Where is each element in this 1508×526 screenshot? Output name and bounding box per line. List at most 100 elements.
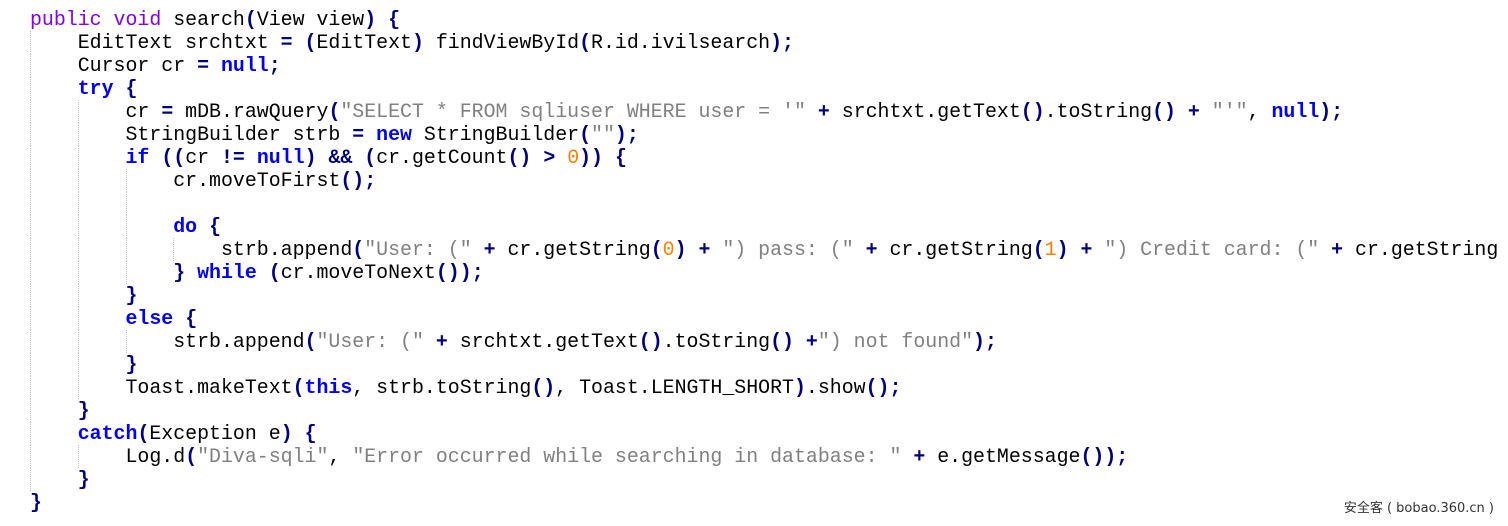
operator-token: ) (304, 146, 317, 169)
string-token: "User: (" (316, 330, 424, 353)
indent-guide (77, 215, 79, 238)
code-line: cr.moveToFirst(); (0, 169, 1508, 192)
operator-token: ()) (1080, 445, 1117, 468)
operator-token: ) (1056, 238, 1069, 261)
operator-token: () (340, 169, 365, 192)
indent-guide (173, 238, 175, 261)
operator-token: ) (614, 123, 627, 146)
code-line: } (0, 284, 1508, 307)
operator-token: + (698, 238, 711, 261)
number-token: 1 (1044, 238, 1057, 261)
operator-token: { (388, 8, 401, 31)
operator-token: ; (1331, 100, 1344, 123)
code-line: cr = mDB.rawQuery("SELECT * FROM sqliuse… (0, 100, 1508, 123)
indent-guide (30, 284, 31, 307)
identifier-token (555, 146, 567, 169)
operator-token: ; (268, 54, 281, 77)
operator-token: ( (244, 8, 257, 31)
identifier-token: cr (185, 146, 221, 169)
operator-token: ( (579, 123, 592, 146)
operator-token: { (614, 146, 627, 169)
string-token: "Diva-sqli" (197, 445, 329, 468)
operator-token: ( (1032, 238, 1045, 261)
operator-token: ( (328, 100, 341, 123)
identifier-token: cr.getString (877, 238, 1033, 261)
indent-guide (30, 261, 31, 284)
indent-guide (77, 238, 79, 261)
number-token: 0 (662, 238, 675, 261)
string-token: "User: (" (364, 238, 472, 261)
operator-token: ; (889, 376, 902, 399)
code-line: StringBuilder strb = new StringBuilder("… (0, 123, 1508, 146)
operator-token: = (161, 100, 174, 123)
operator-token: = (352, 123, 365, 146)
keyword-token: try (77, 77, 114, 100)
string-token: ") pass: (" (722, 238, 854, 261)
code-line: } while (cr.moveToNext()); (0, 261, 1508, 284)
indent-guide (125, 261, 127, 284)
indent-guide (77, 307, 79, 330)
indent-guide (30, 31, 31, 54)
code-line (0, 192, 1508, 215)
operator-token: ( (137, 422, 150, 445)
string-token: "SELECT * FROM sqliuser WHERE user = '" (340, 100, 806, 123)
operator-token: )) (579, 146, 603, 169)
identifier-token (364, 123, 376, 146)
operator-token: ( (352, 238, 365, 261)
indent-guide (30, 353, 31, 376)
identifier-token (854, 238, 866, 261)
string-token: "Error occurred while searching in datab… (352, 445, 902, 468)
operator-token: () (531, 376, 556, 399)
code-line: EditText srchtxt = (EditText) findViewBy… (0, 31, 1508, 54)
code-line: Toast.makeText(this, strb.toString(), To… (0, 376, 1508, 399)
identifier-token (1092, 238, 1104, 261)
identifier-token: , Toast.LENGTH_SHORT (555, 376, 794, 399)
operator-token: ; (1116, 445, 1129, 468)
code-line: strb.append("User: (" + srchtxt.getText(… (0, 330, 1508, 353)
keyword-token: this (304, 376, 353, 399)
indent (30, 192, 173, 215)
operator-token: } (125, 284, 138, 307)
identifier-token: findViewById (423, 31, 580, 54)
operator-token: ) (793, 376, 806, 399)
indent-guide (30, 330, 31, 353)
identifier-token (114, 77, 126, 100)
operator-token: } (173, 261, 186, 284)
operator-token: = (280, 31, 293, 54)
number-token: 0 (567, 146, 580, 169)
operator-token: ) (280, 422, 293, 445)
indent-guide (30, 192, 31, 215)
keyword-token: null (221, 54, 269, 77)
indent (30, 261, 173, 284)
operator-token: ) (411, 31, 424, 54)
indent-guide (30, 422, 31, 445)
identifier-token: StringBuilder (411, 123, 580, 146)
keyword-token: do (173, 215, 198, 238)
keyword-token: new (376, 123, 412, 146)
operator-token: ; (626, 123, 639, 146)
code-line: if ((cr != null) && (cr.getCount() > 0))… (0, 146, 1508, 169)
indent-guide (125, 192, 127, 215)
indent-guide (30, 307, 31, 330)
identifier-token (710, 238, 722, 261)
identifier-token (173, 307, 185, 330)
operator-token: () (507, 146, 532, 169)
identifier-token (376, 8, 388, 31)
operator-token: != (221, 146, 245, 169)
code-line: try { (0, 77, 1508, 100)
code-line: Cursor cr = null; (0, 54, 1508, 77)
code-editor[interactable]: public void search(View view) { EditText… (0, 8, 1508, 514)
identifier-token: cr.getCount (376, 146, 508, 169)
identifier-token (531, 146, 543, 169)
identifier-token: View view (256, 8, 365, 31)
identifier-token: R.id.ivilsearch (591, 31, 771, 54)
identifier-token: .toString (662, 330, 771, 353)
indent (30, 468, 78, 491)
identifier-token: EditText srchtxt (77, 31, 281, 54)
identifier-token: e.getMessage (925, 445, 1081, 468)
indent (30, 399, 78, 422)
identifier-token (687, 238, 699, 261)
operator-token: + (483, 238, 496, 261)
operator-token: ; (782, 31, 794, 54)
identifier-token (1176, 100, 1188, 123)
